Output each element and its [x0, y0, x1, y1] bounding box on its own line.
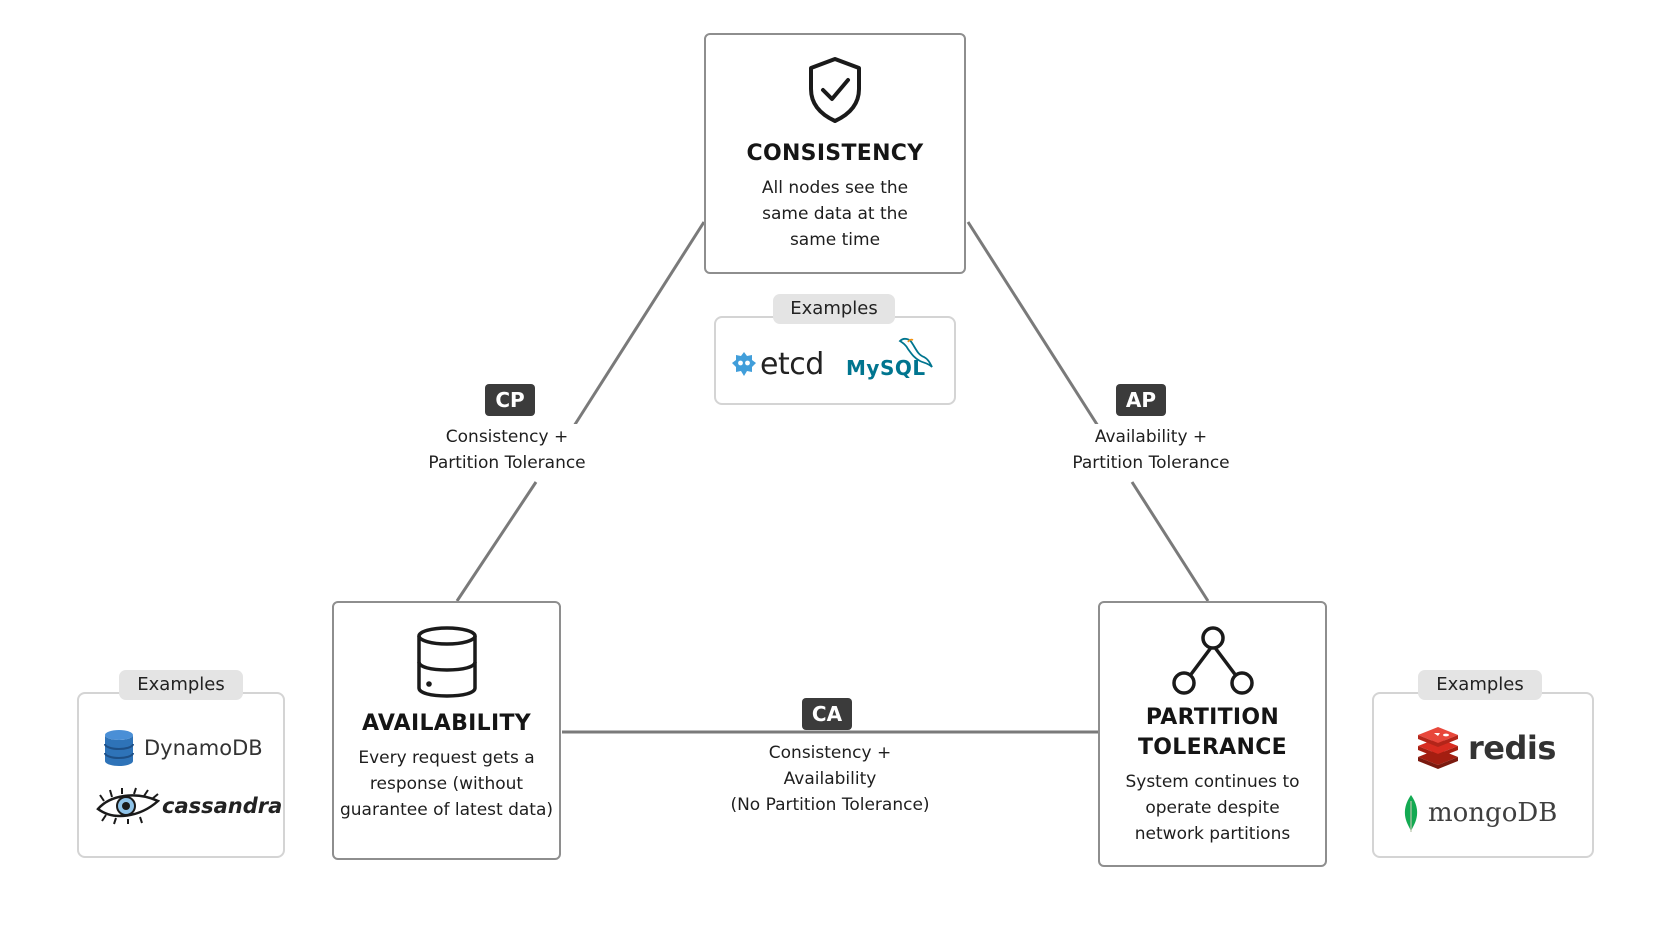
consistency-desc-line: same time: [789, 230, 881, 250]
ca-tag: CA: [802, 698, 852, 730]
cp-tag: CP: [485, 384, 535, 416]
partition-title-line: TOLERANCE: [1137, 735, 1287, 760]
database-icon: [416, 626, 477, 698]
consistency-desc-line: same data at the: [762, 204, 908, 224]
mysql-logo: MySQL: [846, 337, 934, 384]
ca-examples-tab: Examples: [1418, 670, 1542, 700]
etcd-text: etcd: [760, 346, 824, 382]
ap-label-line: Partition Tolerance: [1072, 453, 1230, 473]
mongodb-leaf-icon: [1404, 795, 1418, 832]
availability-title: AVAILABILITY: [361, 711, 532, 736]
redis-text: redis: [1468, 729, 1556, 767]
cassandra-eye-icon: [96, 787, 160, 825]
redis-cube-icon: [1418, 727, 1458, 769]
availability-desc: Every request gets a response (without g…: [334, 745, 559, 823]
cp-line-lower: [455, 481, 538, 602]
dynamodb-logo: DynamoDB: [102, 728, 263, 768]
ap-tag: AP: [1116, 384, 1166, 416]
dynamodb-icon: [104, 730, 134, 766]
ca-examples-box: [1372, 692, 1594, 858]
ca-label: Consistency + Availability (No Partition…: [715, 740, 945, 818]
etcd-logo: etcd: [730, 344, 824, 384]
cp-examples-tab: Examples: [773, 294, 895, 324]
mysql-dolphin-icon: [898, 337, 933, 368]
partition-tolerance-node: PARTITION TOLERANCE System continues to …: [1098, 601, 1327, 867]
cp-label-line: Partition Tolerance: [428, 453, 586, 473]
partition-desc: System continues to operate despite netw…: [1100, 769, 1325, 847]
ap-examples-box: [77, 692, 285, 858]
etcd-icon: [732, 352, 756, 376]
ca-label-line: Availability: [783, 769, 877, 789]
ap-line-upper: [966, 221, 1100, 427]
availability-desc-line: response (without: [369, 774, 524, 794]
availability-desc-line: Every request gets a: [358, 748, 535, 768]
availability-desc-line: guarantee of latest data): [339, 800, 554, 820]
mongodb-logo: mongoDB: [1400, 792, 1557, 834]
partition-title-line: PARTITION: [1145, 705, 1280, 730]
cp-label-line: Consistency +: [445, 427, 569, 447]
cassandra-logo: cassandra: [96, 786, 282, 826]
cp-line-upper: [572, 221, 706, 427]
ap-examples-tab: Examples: [119, 670, 243, 700]
ap-line-lower: [1130, 481, 1210, 602]
network-nodes-icon: [1171, 626, 1254, 695]
consistency-node: CONSISTENCY All nodes see the same data …: [704, 33, 966, 274]
dynamodb-text: DynamoDB: [144, 736, 263, 760]
cp-examples-box: [714, 316, 956, 405]
ap-label: Availability + Partition Tolerance: [1066, 424, 1236, 476]
consistency-title: CONSISTENCY: [746, 141, 924, 166]
partition-desc-line: System continues to: [1125, 772, 1300, 792]
consistency-desc-line: All nodes see the: [761, 178, 909, 198]
availability-node: AVAILABILITY Every request gets a respon…: [332, 601, 561, 860]
partition-desc-line: operate despite: [1145, 798, 1280, 818]
ca-label-line: Consistency +: [768, 743, 892, 763]
partition-title: PARTITION TOLERANCE: [1100, 703, 1325, 763]
cp-label: Consistency + Partition Tolerance: [420, 424, 594, 476]
partition-desc-line: network partitions: [1134, 824, 1291, 844]
consistency-desc: All nodes see the same data at the same …: [706, 175, 964, 253]
ca-label-line: (No Partition Tolerance): [730, 795, 930, 815]
cassandra-text: cassandra: [162, 794, 283, 818]
ap-label-line: Availability +: [1094, 427, 1208, 447]
shield-check-icon: [809, 57, 861, 123]
redis-logo: redis: [1416, 726, 1556, 770]
mongodb-text: mongoDB: [1428, 798, 1558, 828]
mysql-text: MySQL: [846, 356, 926, 380]
